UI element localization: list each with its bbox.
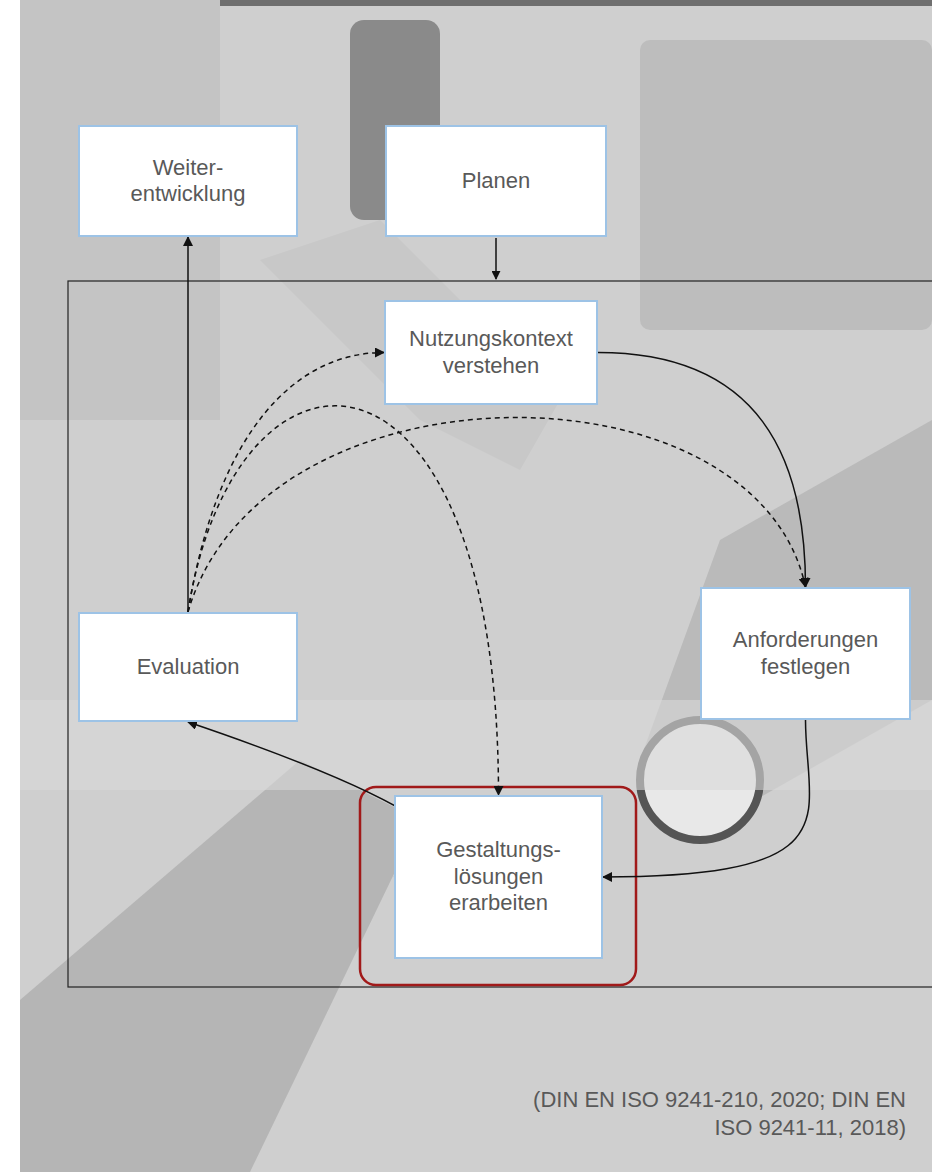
process-box: Anforderungen festlegen — [700, 587, 911, 720]
process-box: Gestaltungs- lösungen erarbeiten — [394, 795, 603, 959]
process-frame — [68, 281, 932, 987]
process-box: Planen — [385, 125, 607, 237]
iteration-arrow — [188, 406, 499, 795]
flow-arrow — [598, 353, 806, 588]
highlight-outline — [360, 787, 636, 985]
box-label: Planen — [462, 168, 531, 194]
process-box: Nutzungskontext verstehen — [384, 300, 598, 405]
process-box: Weiter- entwicklung — [78, 125, 298, 237]
process-box: Evaluation — [78, 612, 298, 722]
photo-ground — [20, 0, 932, 1172]
entry-arrow — [495, 238, 497, 279]
source-note: (DIN EN ISO 9241-210, 2020; DIN EN ISO 9… — [526, 1086, 906, 1141]
box-label: Nutzungskontext verstehen — [396, 326, 586, 379]
box-label: Evaluation — [137, 654, 240, 680]
box-label: Gestaltungs- lösungen erarbeiten — [426, 837, 571, 916]
box-label: Anforderungen festlegen — [713, 627, 898, 680]
flow-arrow — [187, 237, 189, 612]
box-label: Weiter- entwicklung — [113, 155, 263, 208]
flow-arrow — [603, 720, 810, 877]
laptop-shape — [640, 40, 932, 330]
iteration-arrow — [188, 418, 806, 612]
